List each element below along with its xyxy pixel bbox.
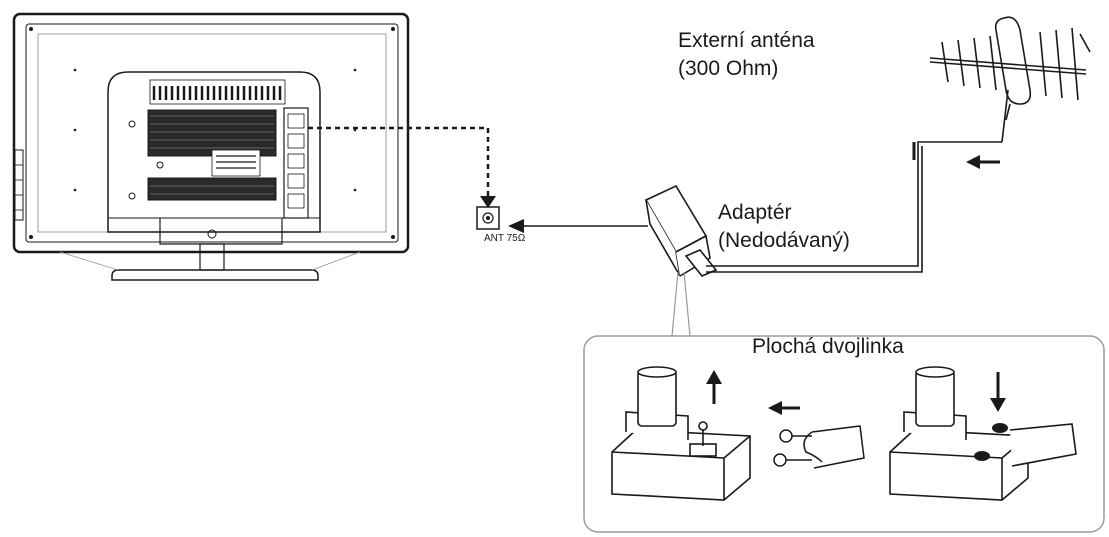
antenna-label-line1: Externí anténa (678, 29, 815, 52)
adapter-terminal-connected-icon (889, 366, 1077, 501)
arrow-left-icon (768, 401, 800, 415)
twin-lead-line (706, 89, 1009, 273)
ant-port-label: ANT 75Ω (484, 233, 526, 244)
dashed-signal-line (308, 126, 490, 196)
arrow-up-icon (706, 370, 722, 404)
inset-title: Plochá dvojlinka (752, 335, 904, 358)
arrow-down-icon (990, 372, 1006, 412)
ant-port-icon (476, 206, 500, 230)
adapter-label-line1: Adaptér (718, 201, 792, 224)
antenna-icon (929, 16, 1091, 121)
adapter-icon (644, 184, 718, 277)
antenna-label-line2: (300 Ohm) (678, 57, 779, 80)
arrow-left-icon (508, 219, 524, 233)
arrow-down-icon (480, 196, 496, 208)
callout-lines (671, 271, 691, 337)
adapter-terminal-icon (611, 366, 751, 501)
adapter-label-line2: (Nedodávaný) (718, 229, 850, 252)
arrow-left-icon (966, 155, 1000, 169)
twin-lead-cable-icon (773, 425, 865, 469)
tv-back-icon (12, 12, 410, 281)
twin-lead-clamps-icon (974, 423, 1008, 461)
